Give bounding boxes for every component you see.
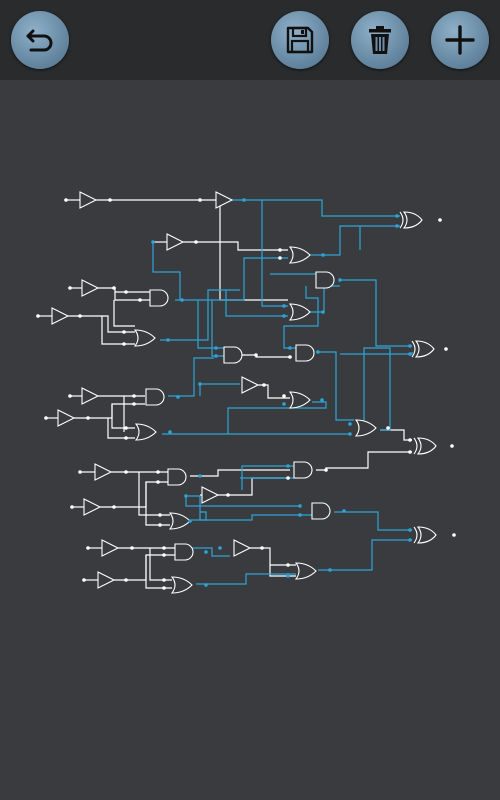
buffer-gate (94, 463, 112, 481)
and-gate (167, 468, 187, 486)
buffer-gate (215, 191, 233, 209)
active-wires (152, 199, 413, 585)
connection-points (36, 198, 456, 590)
and-gate (149, 289, 169, 307)
undo-button[interactable] (11, 11, 69, 69)
or-gate (355, 419, 377, 437)
buffer-gate (97, 571, 115, 589)
add-button[interactable] (431, 11, 489, 69)
delete-button[interactable] (351, 11, 409, 69)
and-gate (145, 388, 165, 406)
gates[interactable] (51, 191, 437, 594)
or-gate (289, 246, 311, 264)
buffer-gate (51, 307, 69, 325)
and-gate (223, 346, 243, 364)
and-gate (311, 502, 331, 520)
or-gate (171, 576, 193, 594)
buffer-gate (81, 279, 99, 297)
or-gate (169, 512, 191, 530)
or-gate (289, 303, 311, 321)
xor-gate (413, 526, 437, 544)
buffer-gate (201, 486, 219, 504)
buffer-gate (101, 539, 119, 557)
xor-gate (411, 340, 435, 358)
and-gate (293, 461, 313, 479)
or-gate (289, 391, 311, 409)
and-gate (315, 271, 335, 289)
trash-icon (369, 26, 391, 54)
buffer-gate (57, 409, 75, 427)
buffer-gate (79, 191, 97, 209)
save-button[interactable] (271, 11, 329, 69)
toolbar (0, 0, 500, 80)
circuit-diagram[interactable] (0, 80, 500, 800)
buffer-gate (241, 376, 259, 394)
and-gate (174, 543, 194, 561)
buffer-gate (81, 387, 99, 405)
xor-gate (399, 211, 423, 229)
plus-icon (445, 25, 475, 55)
buffer-gate (166, 233, 184, 251)
undo-icon (26, 29, 53, 52)
circuit-canvas[interactable] (0, 80, 500, 800)
or-gate (295, 562, 317, 580)
or-gate (134, 329, 156, 347)
buffer-gate (83, 498, 101, 516)
floppy-disk-icon (286, 26, 314, 54)
or-gate (135, 423, 157, 441)
buffer-gate (233, 539, 251, 557)
and-gate (295, 344, 315, 362)
xor-gate (413, 437, 437, 455)
